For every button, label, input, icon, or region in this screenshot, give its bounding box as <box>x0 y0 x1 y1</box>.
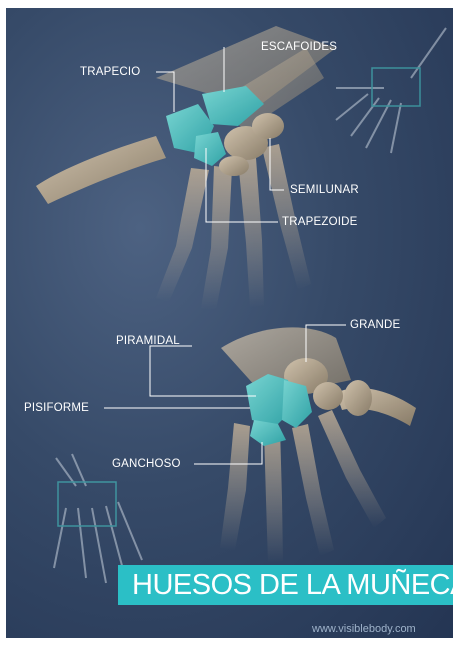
hand-inset-lower <box>54 454 142 583</box>
label-trapezoide: TRAPEZOIDE <box>282 216 357 228</box>
label-semilunar: SEMILUNAR <box>290 184 359 196</box>
credit-text: www.visiblebody.com <box>312 623 416 635</box>
label-grande: GRANDE <box>350 319 400 331</box>
label-pisiforme: PISIFORME <box>24 402 89 414</box>
hand-inset-upper <box>336 28 446 153</box>
label-ganchoso: GANCHOSO <box>112 458 181 470</box>
label-piramidal: PIRAMIDAL <box>116 335 180 347</box>
title-banner: HUESOS DE LA MUÑECA <box>118 565 453 605</box>
wrist-bones-diagram: ESCAFOIDES TRAPECIO SEMILUNAR TRAPEZOIDE… <box>6 8 453 638</box>
label-trapecio: TRAPECIO <box>80 66 140 78</box>
lower-wrist-illustration <box>220 327 416 563</box>
page-title: HUESOS DE LA MUÑECA <box>132 569 453 602</box>
label-escafoides: ESCAFOIDES <box>261 41 337 53</box>
